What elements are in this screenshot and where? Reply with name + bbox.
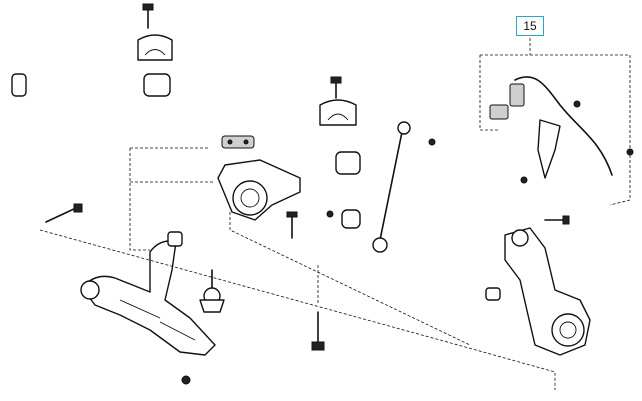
compliance-bushing bbox=[217, 135, 301, 239]
arm-bolt-left bbox=[45, 203, 83, 223]
stabilizer-link bbox=[326, 121, 436, 253]
ball-joint bbox=[199, 269, 225, 313]
leader-lines bbox=[39, 38, 631, 390]
steering-knuckle bbox=[485, 215, 591, 356]
stabilizer-bar bbox=[11, 70, 361, 229]
sensor-harness bbox=[489, 76, 634, 184]
stabilizer-bushing-left bbox=[137, 3, 173, 97]
callout-15-label: 15 bbox=[516, 16, 544, 36]
lower-control-arm bbox=[80, 231, 216, 385]
arm-bolt-lower bbox=[311, 311, 325, 351]
stabilizer-bushing-right bbox=[319, 76, 361, 175]
